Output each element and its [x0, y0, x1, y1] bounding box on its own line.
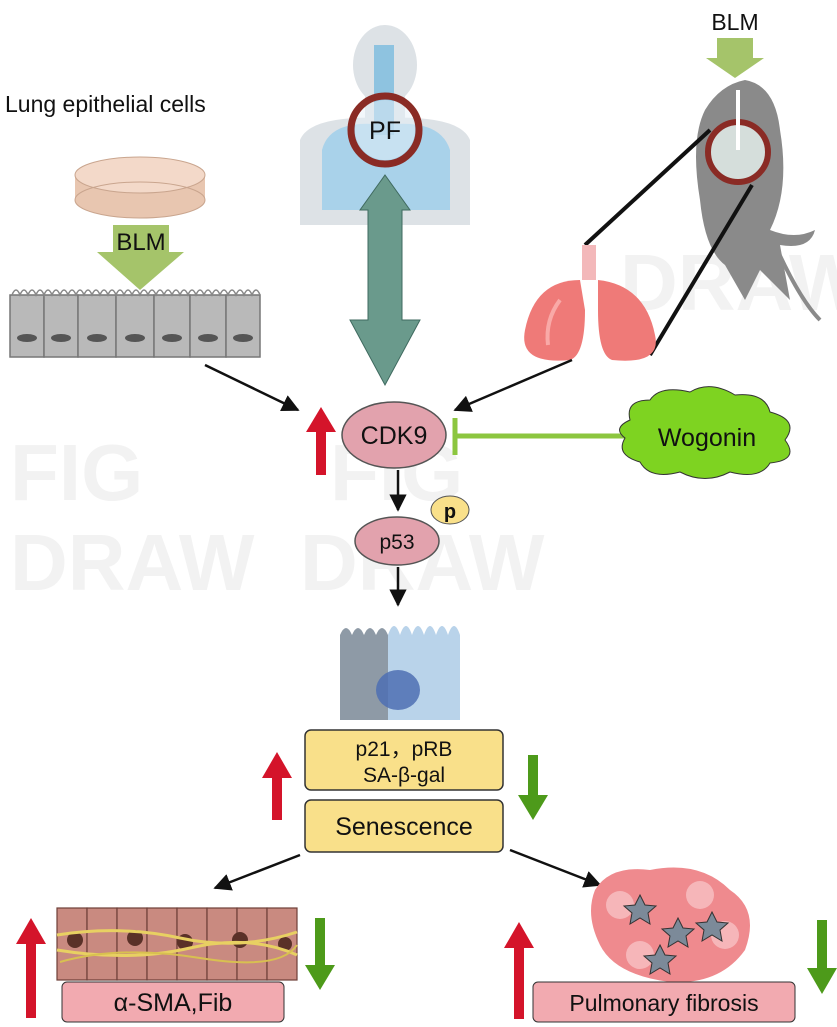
cdk9-node: [341, 401, 447, 469]
asma-down-arrow-icon: [305, 918, 335, 990]
senescence-up-arrow-icon: [262, 752, 292, 820]
p53-label: p53: [379, 531, 414, 554]
fibrosis-down-arrow-icon: [807, 920, 837, 994]
blm-mouse-label: BLM: [711, 9, 758, 35]
p53-node: [354, 516, 440, 566]
pf-label: PF: [369, 117, 401, 145]
epithelial-cells-icon: [9, 289, 261, 358]
pulmonary-fibrosis-label: Pulmonary fibrosis: [569, 990, 758, 1016]
markers-box: [304, 729, 504, 791]
lung-cells-title: Lung epithelial cells: [5, 91, 206, 117]
fibrosis-up-arrow-icon: [504, 922, 534, 1019]
cdk9-label: CDK9: [361, 422, 428, 450]
phospho-badge: [430, 495, 470, 525]
phospho-label: p: [444, 501, 456, 523]
blm-arrow-mouse-icon: [706, 38, 764, 78]
mouse-icon: [696, 80, 822, 322]
senescence-down-arrow-icon: [518, 755, 548, 820]
arrow-to-fibrosis: [509, 848, 602, 888]
fibrotic-epithelium-icon: [56, 907, 298, 981]
senescence-label: Senescence: [335, 813, 473, 841]
watermark-fig-left: FIG: [10, 428, 143, 517]
wogonin-label: Wogonin: [658, 424, 756, 452]
wogonin-cloud-icon: [619, 386, 791, 479]
petri-dish-icon: [74, 156, 206, 219]
arrow-lungs-to-cdk9: [453, 358, 573, 412]
blm-arrow-cells-icon: [97, 225, 184, 290]
pf-magnifier-icon: [347, 92, 423, 168]
senescent-cell-icon: [340, 626, 460, 720]
fibrotic-alveoli-icon: [591, 867, 750, 983]
watermark-draw-left: DRAW: [10, 518, 255, 607]
zoom-line-top: [583, 128, 712, 247]
arrow-cells-to-cdk9: [204, 363, 300, 412]
cdk9-up-arrow-icon: [306, 407, 336, 475]
teal-arrow-icon: [349, 174, 421, 387]
markers-line1: p21，pRB: [356, 738, 453, 761]
blm-cells-label: BLM: [116, 229, 165, 256]
markers-line2: SA-β-gal: [363, 764, 445, 787]
asma-label: α-SMA,Fib: [114, 989, 233, 1017]
arrow-to-asma: [213, 853, 301, 891]
zoom-line-bottom: [648, 183, 754, 357]
asma-box: [61, 981, 285, 1023]
pulmonary-fibrosis-box: [532, 981, 796, 1023]
senescence-box: [304, 799, 504, 853]
asma-up-arrow-icon: [16, 918, 46, 1018]
lungs-icon: [524, 245, 656, 361]
